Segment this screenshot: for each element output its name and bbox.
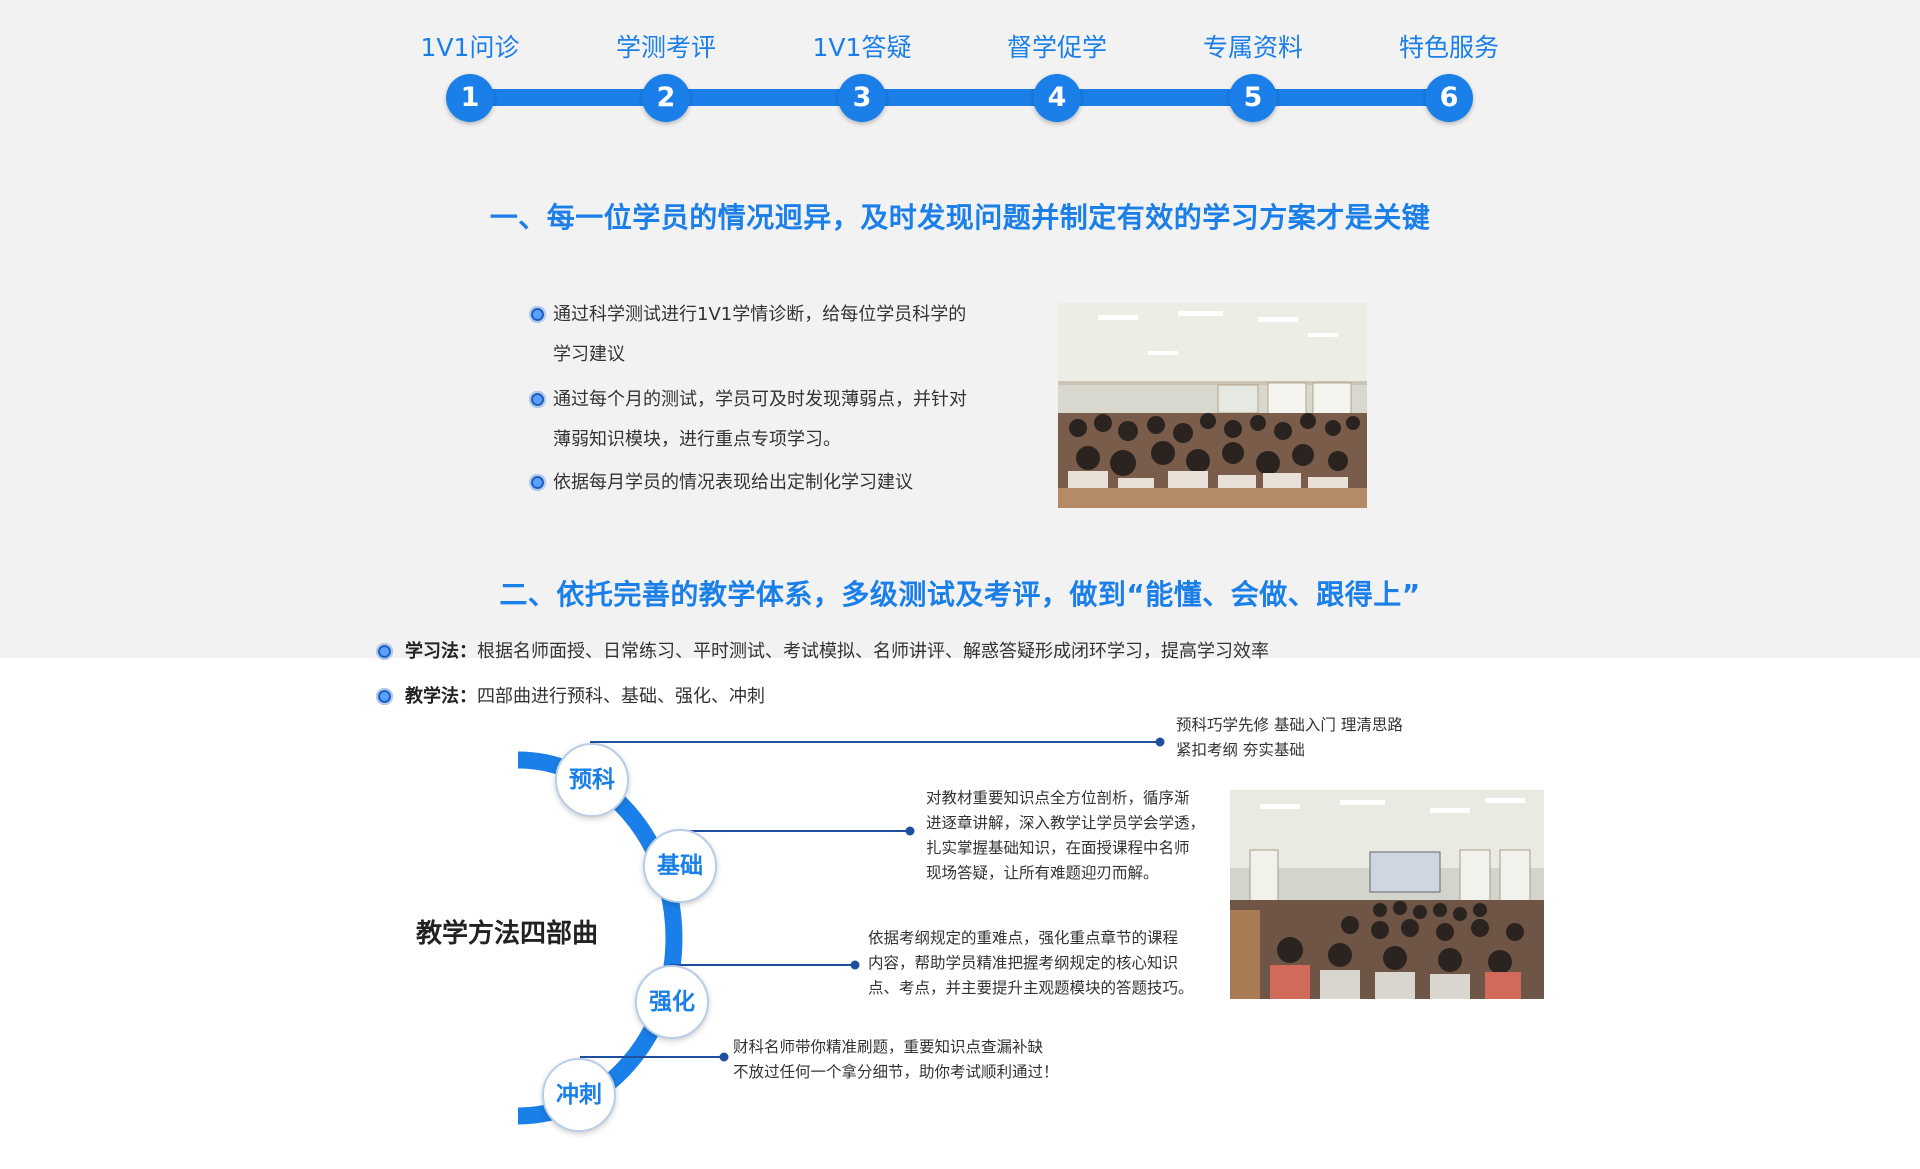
connector-line-qianghua <box>670 964 855 966</box>
step-circle-5[interactable]: 5 <box>1229 74 1277 122</box>
section1-bullet-1-line1: 通过科学测试进行1V1学情诊断，给每位学员科学的 <box>553 304 967 325</box>
gray-background <box>0 0 1920 658</box>
section1-bullet-1-line2: 学习建议 <box>553 344 625 365</box>
step-label-3: 1V1答疑 <box>812 33 912 62</box>
stage-desc-line: 现场答疑，让所有难题迎刃而解。 <box>926 864 1159 882</box>
connector-line-jichu <box>680 830 910 832</box>
step-label-1: 1V1问诊 <box>420 33 520 62</box>
step-connector-line <box>470 89 1450 106</box>
stage-desc-line: 进逐章讲解，深入教学让学员学会学透， <box>926 814 1206 832</box>
stage-desc-line: 对教材重要知识点全方位剖析，循序渐 <box>926 789 1190 807</box>
bullet-icon <box>529 391 546 408</box>
stage-desc-qianghua: 依据考纲规定的重难点，强化重点章节的课程 内容，帮助学员精准把握考纲规定的核心知… <box>868 926 1194 1001</box>
stage-desc-line: 紧扣考纲 夯实基础 <box>1176 741 1305 759</box>
stage-desc-line: 财科名师带你精准刷题，重要知识点查漏补缺 <box>733 1038 1044 1056</box>
section2-title: 二、依托完善的教学体系，多级测试及考评，做到“能懂、会做、跟得上” <box>499 578 1421 611</box>
connector-line-chongci <box>580 1056 725 1058</box>
step-circle-6[interactable]: 6 <box>1425 74 1473 122</box>
section1-bullet-2-line1: 通过每个月的测试，学员可及时发现薄弱点，并针对 <box>553 389 967 410</box>
classroom-photo-1 <box>1058 303 1367 508</box>
diagram-title: 教学方法四部曲 <box>416 919 599 949</box>
step-circle-2[interactable]: 2 <box>642 74 690 122</box>
connector-dot-chongci <box>719 1052 729 1062</box>
connector-line-yuke <box>590 741 1160 743</box>
stage-desc-line: 点、考点，并主要提升主观题模块的答题技巧。 <box>868 979 1194 997</box>
method-teach: 教学法：四部曲进行预科、基础、强化、冲刺 <box>405 677 765 717</box>
stage-desc-line: 内容，帮助学员精准把握考纲规定的核心知识 <box>868 954 1179 972</box>
connector-dot-qianghua <box>850 960 860 970</box>
bullet-icon <box>376 688 393 705</box>
stage-desc-chongci: 财科名师带你精准刷题，重要知识点查漏补缺 不放过任何一个拿分细节，助你考试顺利通… <box>733 1035 1059 1085</box>
stage-node-jichu[interactable]: 基础 <box>643 829 717 903</box>
section1-title: 一、每一位学员的情况迥异，及时发现问题并制定有效的学习方案才是关键 <box>489 201 1431 234</box>
step-label-4: 督学促学 <box>1006 33 1107 62</box>
method-teach-text: 四部曲进行预科、基础、强化、冲刺 <box>477 686 765 707</box>
method-study: 学习法：根据名师面授、日常练习、平时测试、考试模拟、名师讲评、解惑答疑形成闭环学… <box>405 632 1269 672</box>
method-study-text: 根据名师面授、日常练习、平时测试、考试模拟、名师讲评、解惑答疑形成闭环学习，提高… <box>477 641 1269 662</box>
step-label-5: 专属资料 <box>1202 33 1303 62</box>
section1-bullet-2-line2: 薄弱知识模块，进行重点专项学习。 <box>553 429 841 450</box>
stage-desc-line: 不放过任何一个拿分细节，助你考试顺利通过！ <box>733 1063 1059 1081</box>
step-circle-3[interactable]: 3 <box>838 74 886 122</box>
classroom-photo-2 <box>1230 790 1544 999</box>
connector-dot-jichu <box>905 826 915 836</box>
stage-node-qianghua[interactable]: 强化 <box>635 965 709 1039</box>
stage-node-yuke[interactable]: 预科 <box>555 743 629 817</box>
stage-desc-line: 扎实掌握基础知识，在面授课程中名师 <box>926 839 1190 857</box>
connector-dot-yuke <box>1155 737 1165 747</box>
bullet-icon <box>529 306 546 323</box>
bullet-icon <box>376 643 393 660</box>
step-label-6: 特色服务 <box>1398 33 1499 62</box>
method-study-label: 学习法： <box>405 641 477 662</box>
step-circle-4[interactable]: 4 <box>1033 74 1081 122</box>
step-circle-1[interactable]: 1 <box>446 74 494 122</box>
stage-desc-line: 预科巧学先修 基础入门 理清思路 <box>1176 716 1403 734</box>
stage-node-chongci[interactable]: 冲刺 <box>542 1058 616 1132</box>
section1-bullet-3-line1: 依据每月学员的情况表现给出定制化学习建议 <box>553 472 913 493</box>
bullet-icon <box>529 474 546 491</box>
stage-desc-jichu: 对教材重要知识点全方位剖析，循序渐 进逐章讲解，深入教学让学员学会学透， 扎实掌… <box>926 786 1205 886</box>
method-teach-label: 教学法： <box>405 686 477 707</box>
stage-desc-line: 依据考纲规定的重难点，强化重点章节的课程 <box>868 929 1179 947</box>
step-label-2: 学测考评 <box>615 33 716 62</box>
stage-desc-yuke: 预科巧学先修 基础入门 理清思路 紧扣考纲 夯实基础 <box>1176 713 1403 763</box>
